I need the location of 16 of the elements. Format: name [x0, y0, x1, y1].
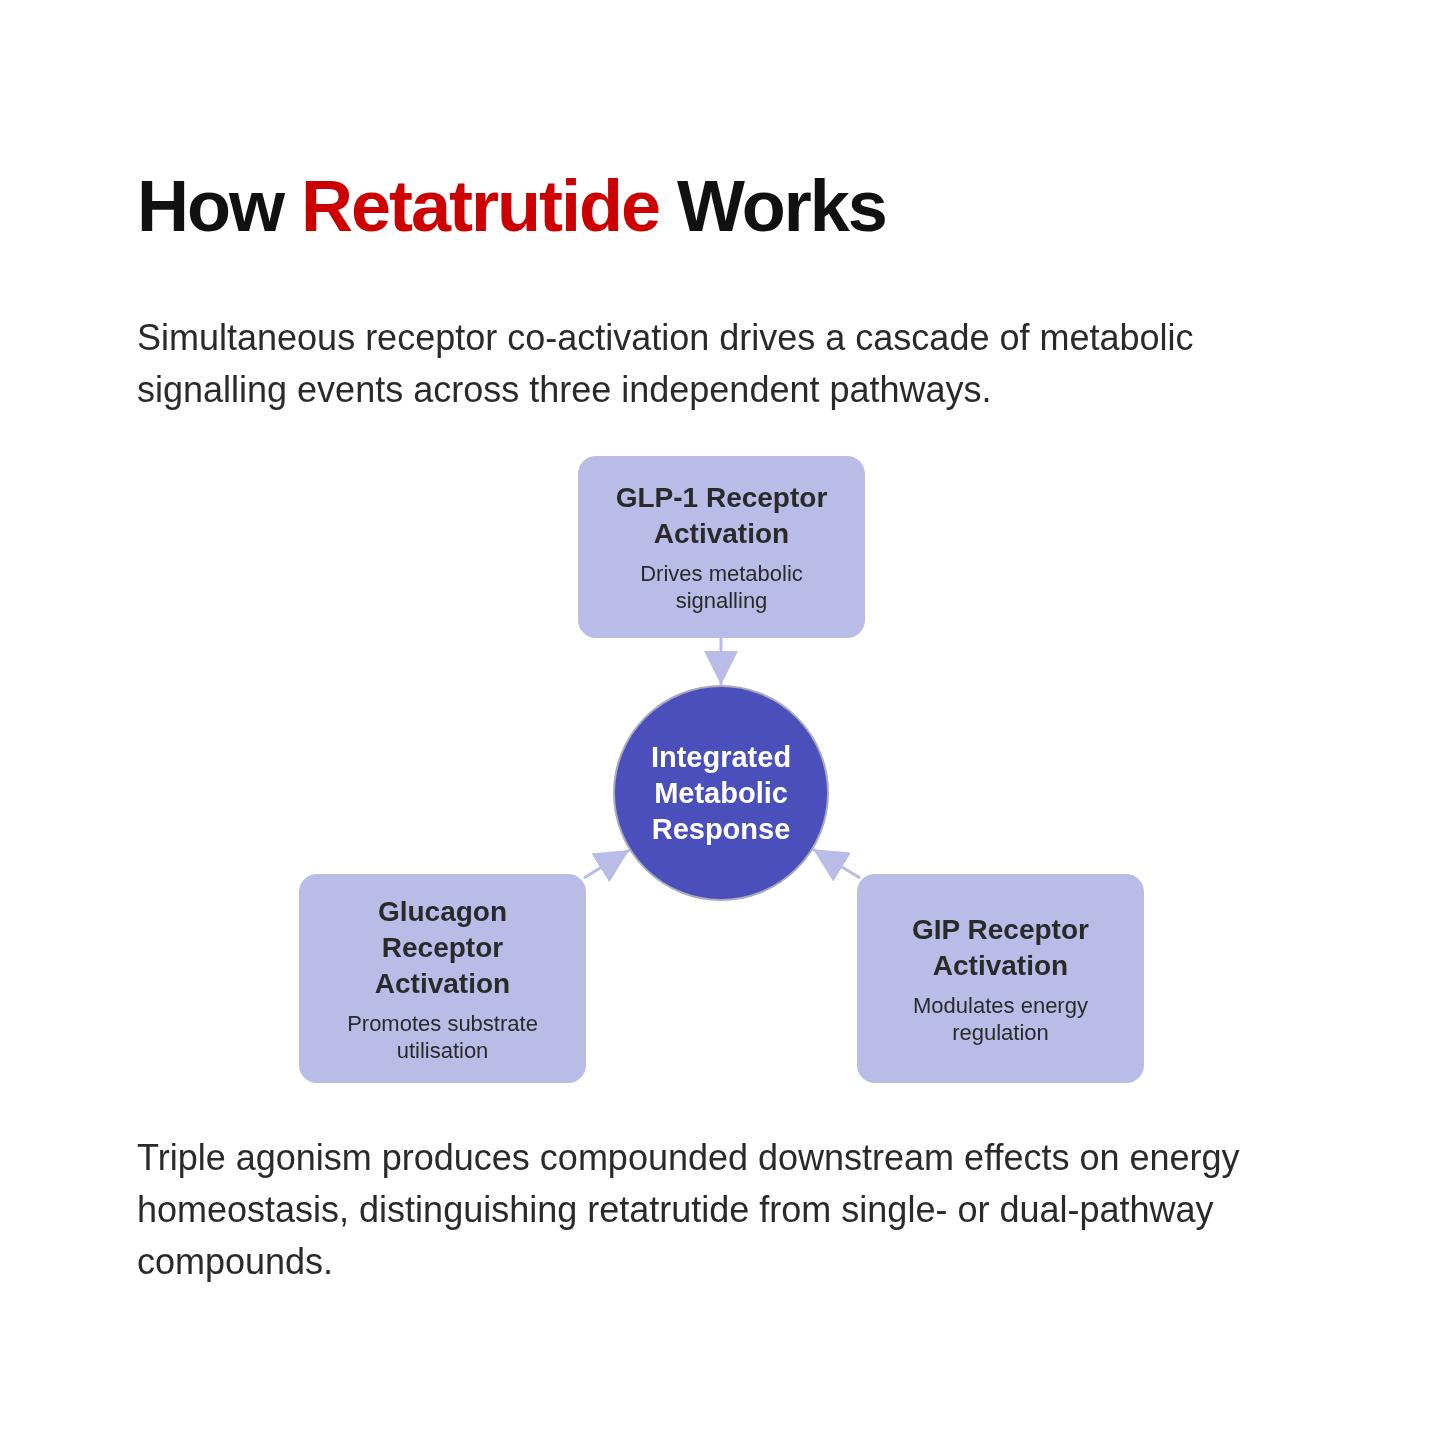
- intro-text: Simultaneous receptor co-activation drives a cascade of metabolic signalling events across three independent pathways.: [137, 316, 1195, 412]
- title: How Retatrutide Works: [137, 165, 886, 247]
- node-heading: GLP-1 Receptor Activation: [614, 481, 829, 551]
- node-description: Promotes substrate utilisation: [346, 1009, 539, 1064]
- node-heading: Glucagon Receptor Activation: [373, 894, 512, 1001]
- arrow: [812, 848, 861, 882]
- caption: Triple agonism produces compounded downstream effects on energy homeostasis, distinguishing retatrutide from single- or dual-pathway compounds.: [137, 1136, 1241, 1284]
- arrow: [583, 848, 631, 883]
- node-heading: GIP Receptor Activation: [911, 912, 1090, 983]
- callout-box: [299, 874, 586, 1083]
- callout-box: [857, 874, 1144, 1083]
- callout-box: [578, 456, 865, 638]
- arrow: [704, 636, 738, 685]
- node-description: Drives metabolic signalling: [639, 560, 804, 614]
- node-heading: Integrated Metabolic Response: [649, 740, 793, 847]
- node-description: Modulates energy regulation: [912, 991, 1089, 1046]
